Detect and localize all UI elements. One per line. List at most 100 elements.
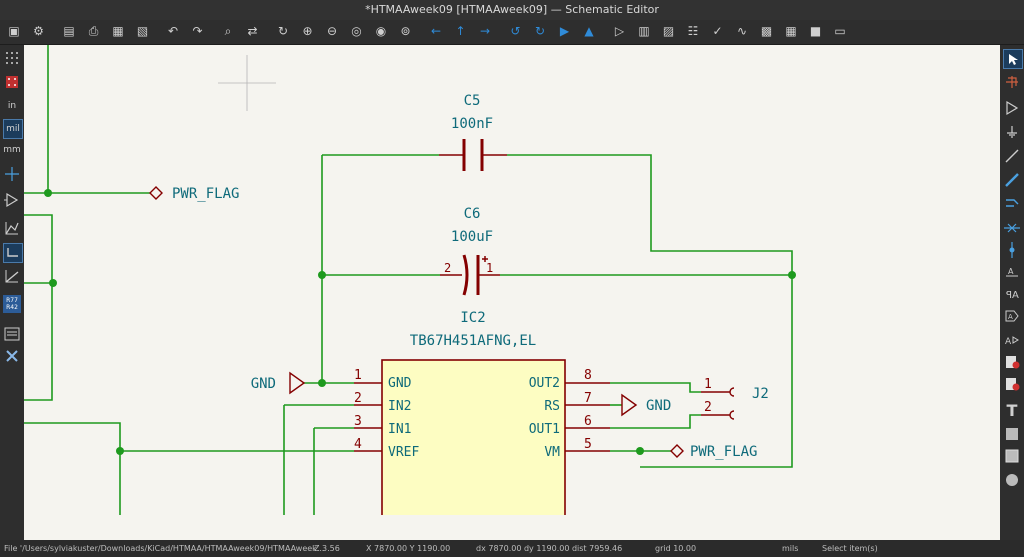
- nav-right-icon[interactable]: →: [479, 24, 491, 38]
- annotate-icon[interactable]: ☷: [687, 24, 699, 38]
- add-bus-entry-icon[interactable]: [1003, 195, 1021, 213]
- netlist-icon[interactable]: ▦: [785, 24, 797, 38]
- schematic-setup-icon[interactable]: ⚙: [33, 24, 44, 38]
- ic2-pin1-number: 1: [354, 368, 362, 383]
- add-circle-icon[interactable]: [1003, 471, 1021, 489]
- rotate-ccw-icon[interactable]: ↺: [510, 24, 521, 38]
- scripting-icon[interactable]: ▭: [834, 24, 846, 38]
- svg-text:A: A: [1005, 337, 1012, 347]
- add-global-label-icon[interactable]: A: [1003, 307, 1021, 325]
- rotate-cw-icon[interactable]: ↻: [534, 24, 546, 38]
- zoom-selection-icon[interactable]: ⊚: [400, 24, 411, 38]
- svg-text:A: A: [1008, 313, 1013, 321]
- units-mm-button[interactable]: mm: [3, 145, 21, 155]
- gnd-left-label: GND: [251, 376, 276, 392]
- c5-reference: C5: [464, 93, 481, 109]
- ic2-symbol[interactable]: IC2 TB67H451AFNG,EL 1 2 3 4 GND IN2 IN1 …: [354, 310, 610, 515]
- wire-free-angle-icon[interactable]: [3, 267, 21, 285]
- ic2-pin2-name: IN2: [388, 399, 411, 414]
- gnd-symbol-left[interactable]: GND: [251, 371, 306, 395]
- ic2-pin6-name: OUT1: [529, 422, 560, 437]
- units-mil-button[interactable]: mil: [3, 119, 23, 139]
- ic2-pin3-name: IN1: [388, 422, 411, 437]
- zoom-out-icon[interactable]: ⊖: [326, 24, 338, 38]
- find-replace-icon[interactable]: ⇄: [247, 24, 258, 38]
- plot-icon[interactable]: ▦: [112, 24, 124, 38]
- status-grid: grid 10.00: [655, 544, 697, 553]
- select-pointer-icon[interactable]: [1003, 49, 1023, 69]
- properties-tools-icon[interactable]: [3, 347, 21, 365]
- page-settings-icon[interactable]: ▤: [63, 24, 75, 38]
- add-wire-icon[interactable]: [1003, 147, 1021, 165]
- c6-reference: C6: [464, 206, 481, 222]
- status-dxy: dx 7870.00 dy 1190.00 dist 7959.46: [476, 544, 623, 553]
- svg-text:A: A: [1008, 267, 1014, 276]
- add-textbox-icon[interactable]: [1003, 425, 1021, 443]
- mirror-h-icon[interactable]: ▶: [559, 24, 570, 38]
- connector-j2[interactable]: 1 2 J2: [701, 377, 769, 420]
- add-symbol-icon[interactable]: [1003, 99, 1021, 117]
- import-sheet-pin-icon[interactable]: [1003, 375, 1021, 393]
- ic2-pin3-number: 3: [354, 414, 362, 429]
- highlight-net-icon[interactable]: [1003, 73, 1021, 91]
- wires[interactable]: [24, 45, 793, 515]
- zoom-fit-icon[interactable]: ◎: [351, 24, 362, 38]
- add-text-icon[interactable]: T: [1006, 400, 1018, 420]
- pwr-flag-bottom[interactable]: PWR_FLAG: [670, 444, 757, 460]
- ic2-pin2-number: 2: [354, 391, 362, 406]
- status-mode: Select item(s): [822, 544, 878, 553]
- zoom-objects-icon[interactable]: ◉: [375, 24, 387, 38]
- wire-45-icon[interactable]: [3, 219, 21, 237]
- hidden-pins-icon[interactable]: [3, 191, 21, 209]
- nav-up-icon[interactable]: ↑: [455, 24, 466, 38]
- simulator-icon[interactable]: ∿: [736, 24, 748, 38]
- find-icon[interactable]: ⌕: [224, 23, 232, 38]
- mirror-v-icon[interactable]: ▲: [584, 24, 594, 38]
- junctions: [44, 189, 796, 455]
- nav-left-icon[interactable]: ←: [430, 24, 442, 38]
- pcb-icon[interactable]: ■: [809, 24, 822, 38]
- footprint-assign-icon[interactable]: ▨: [662, 24, 675, 38]
- print-icon[interactable]: ⎙: [88, 23, 99, 38]
- add-net-class-icon[interactable]: ꟼA: [1003, 285, 1021, 303]
- schematic-canvas[interactable]: C5 100nF C6 100uF 2 1 IC2 TB67H451AFNG,E…: [24, 45, 1000, 515]
- ic2-pin1-name: GND: [388, 376, 412, 391]
- capacitor-c5[interactable]: C5 100nF: [439, 93, 507, 171]
- add-label-icon[interactable]: A: [1003, 263, 1021, 281]
- paste-icon[interactable]: ▧: [136, 24, 149, 38]
- pwr-flag-top-label: PWR_FLAG: [172, 186, 239, 202]
- capacitor-c6[interactable]: C6 100uF 2 1: [440, 206, 500, 296]
- ic2-value: TB67H451AFNG,EL: [410, 333, 536, 349]
- add-power-icon[interactable]: [1003, 123, 1021, 141]
- ic2-pin7-number: 7: [584, 391, 592, 406]
- add-hier-label-icon[interactable]: A: [1003, 331, 1021, 349]
- add-rectangle-icon[interactable]: [1003, 447, 1021, 465]
- symbol-browser-icon[interactable]: ▥: [638, 24, 650, 38]
- wire-90-icon[interactable]: [3, 243, 23, 263]
- add-junction-icon[interactable]: [1003, 241, 1021, 259]
- zoom-in-icon[interactable]: ⊕: [302, 24, 313, 38]
- pwr-flag-top[interactable]: PWR_FLAG: [149, 186, 239, 202]
- add-hier-sheet-icon[interactable]: [1003, 353, 1021, 371]
- bom-icon[interactable]: ▩: [760, 24, 773, 38]
- j2-reference: J2: [752, 386, 769, 402]
- add-bus-icon[interactable]: [1003, 171, 1021, 189]
- status-units: mils: [782, 544, 799, 553]
- grid-overrides-icon[interactable]: [3, 73, 21, 91]
- cursor-style-icon[interactable]: [3, 165, 21, 183]
- grid-toggle-icon[interactable]: [3, 49, 21, 67]
- ic2-pin8-number: 8: [584, 368, 592, 383]
- main-toolbar: ▣ ⚙ ▤ ⎙ ▦ ▧ ↶ ↷ ⌕ ⇄ ↻ ⊕ ⊖ ◎ ◉ ⊚ ← ↑ → ↺ ↻ ▶ ▲ ▷ ▥ ▨ ☷ ✓ ∿ ▩ ▦ ■ ▭: [0, 20, 1024, 45]
- erc-icon[interactable]: ✓: [712, 24, 723, 38]
- hierarchy-navigator-icon[interactable]: [3, 325, 21, 343]
- refresh-icon[interactable]: ↻: [277, 24, 289, 38]
- save-icon[interactable]: ▣: [8, 24, 20, 38]
- no-connect-icon[interactable]: [1003, 219, 1021, 237]
- redo-icon[interactable]: ↷: [192, 24, 203, 38]
- symbol-editor-icon[interactable]: ▷: [614, 24, 625, 38]
- units-inch-button[interactable]: in: [7, 101, 17, 111]
- gnd-symbol-right[interactable]: GND: [621, 393, 671, 417]
- undo-icon[interactable]: ↶: [167, 24, 179, 38]
